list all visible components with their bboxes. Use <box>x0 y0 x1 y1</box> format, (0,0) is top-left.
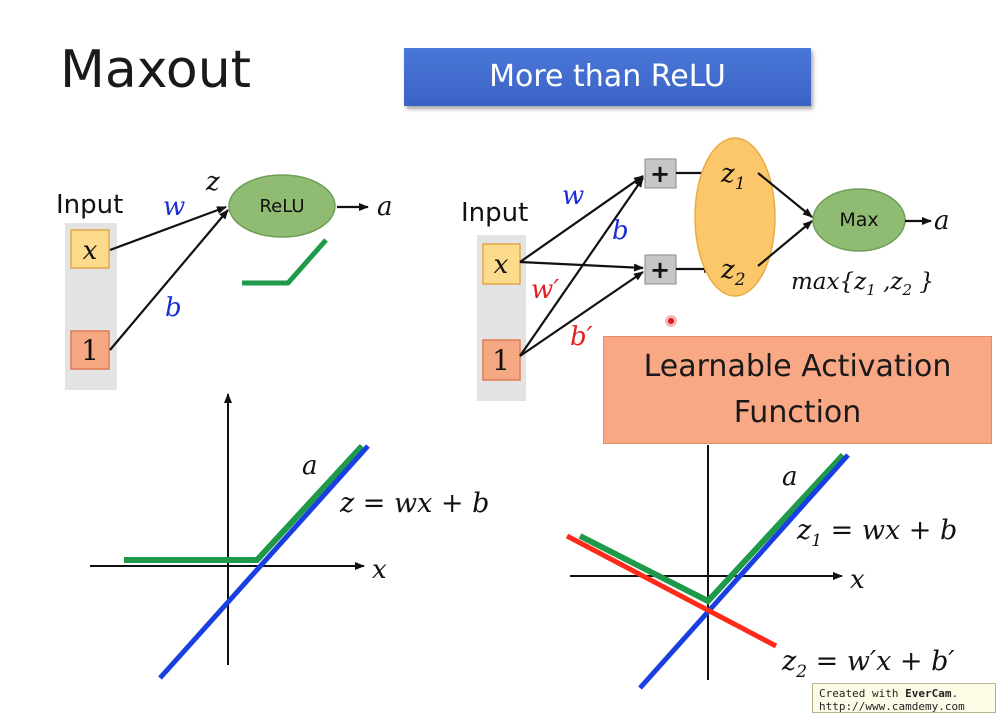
plus-bottom-label: + <box>650 256 670 284</box>
eq1-rhs: = wx + b <box>822 515 957 546</box>
max-formula-sub1: 1 <box>866 281 876 299</box>
learnable-line2: Function <box>733 395 862 430</box>
left-x-label: x <box>83 236 98 266</box>
relu-node <box>228 174 336 238</box>
left-one-input-box <box>70 330 110 370</box>
eq2-sub: 2 <box>795 662 807 682</box>
right-one-label: 1 <box>492 344 510 377</box>
z2-to-max-edge <box>757 220 813 267</box>
watermark-suffix: . <box>951 687 959 700</box>
left-plot-a-curve <box>124 443 365 563</box>
right-b-prime-edge <box>519 271 644 357</box>
right-plot-x-label: x <box>850 565 865 595</box>
learnable-line1: Learnable Activation <box>643 349 952 384</box>
max-node-label: Max <box>839 209 878 231</box>
eq2-rhs: = w′x + b′ <box>807 646 954 677</box>
right-x-label: x <box>494 250 509 280</box>
left-z-label: z <box>205 167 220 197</box>
right-plot-z1-line <box>638 453 850 690</box>
right-plot-eq1: z1 = wx + b <box>796 515 957 551</box>
watermark-url[interactable]: http://www.camdemy.com <box>819 700 965 713</box>
left-w-label: w <box>163 192 185 222</box>
left-output-label: a <box>377 192 393 222</box>
plus-node-bottom <box>644 254 677 285</box>
right-one-input-box <box>482 339 521 381</box>
relu-node-label: ReLU <box>259 196 304 217</box>
right-plot-a-label: a <box>782 462 798 492</box>
evercam-watermark[interactable]: Created with EverCam. http://www.camdemy… <box>812 683 996 713</box>
max-formula-suffix: } <box>912 269 934 295</box>
z-ellipse-group <box>694 137 776 297</box>
right-plot-a-curve <box>578 452 846 605</box>
max-formula-sub2: 2 <box>902 281 913 299</box>
watermark-prefix: Created with <box>819 687 906 700</box>
left-w-edge <box>109 205 227 252</box>
right-w-prime-label: w′ <box>531 275 559 305</box>
watermark-brand: EverCam <box>905 687 952 700</box>
eq2-lhs: z <box>781 646 797 677</box>
max-formula: max{z1 ,z2 } <box>791 269 934 299</box>
left-input-label: Input <box>56 190 123 220</box>
more-than-relu-banner: More than ReLU <box>404 48 811 106</box>
left-plot-x-label: x <box>372 555 387 585</box>
left-b-label: b <box>165 293 182 323</box>
right-b-label: b <box>612 216 629 246</box>
learnable-activation-box: Learnable Activation Function <box>603 336 992 444</box>
z1-to-max-edge <box>757 172 813 218</box>
cursor-dot-center <box>668 318 674 324</box>
left-x-input-box <box>70 229 110 269</box>
right-output-label: a <box>934 206 950 236</box>
right-b-prime-label: b′ <box>570 322 593 352</box>
relu-shape-icon <box>242 238 328 286</box>
right-w-prime-edge <box>519 260 644 272</box>
right-x-input-box <box>482 243 521 285</box>
left-plot-a-label: a <box>302 451 318 481</box>
plus-top-label: + <box>650 160 670 188</box>
max-formula-prefix: max{z <box>791 269 867 295</box>
right-b-edge <box>519 177 644 357</box>
right-w-label: w <box>562 181 584 211</box>
left-plot-equation: z = wx + b <box>339 488 489 519</box>
z2-subscript: 2 <box>734 270 746 290</box>
watermark-line1: Created with EverCam. <box>819 687 989 700</box>
z2-base: z <box>720 255 735 285</box>
z2-node-label: z2 <box>720 255 746 290</box>
z1-subscript: 1 <box>735 174 746 194</box>
z1-base: z <box>720 159 735 189</box>
slide-title: Maxout <box>60 40 252 100</box>
right-plot-eq2: z2 = w′x + b′ <box>781 646 955 682</box>
eq1-lhs: z <box>796 515 812 546</box>
z1-node-label: z1 <box>720 159 746 194</box>
left-plot-z-line <box>158 444 370 680</box>
left-b-edge <box>109 209 229 351</box>
right-plot-z2-line <box>565 533 778 649</box>
max-formula-mid: ,z <box>876 269 904 295</box>
right-input-label: Input <box>461 198 528 228</box>
plus-node-top <box>644 158 677 189</box>
right-w-edge <box>519 175 644 263</box>
left-one-label: 1 <box>81 334 99 367</box>
eq1-sub: 1 <box>811 531 822 551</box>
